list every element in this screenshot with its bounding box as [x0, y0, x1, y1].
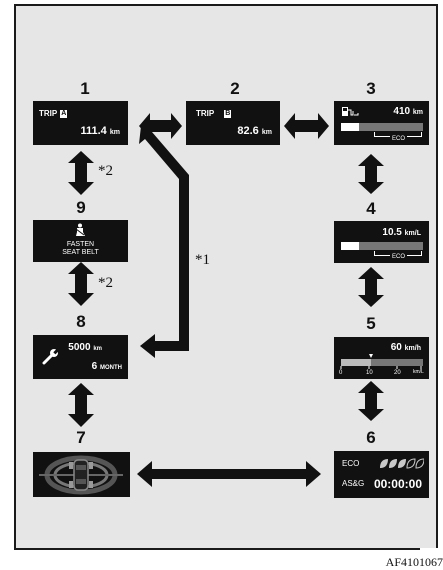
- scale-tick-unit: km/L: [413, 369, 424, 375]
- arrow-4-5: [358, 267, 384, 307]
- label-number-2: 2: [230, 79, 240, 98]
- eco-leaf-icon: [398, 459, 406, 468]
- speed-value: 60: [390, 342, 402, 353]
- economy-value: 10.5: [382, 227, 402, 238]
- eco-score-icon: [380, 458, 424, 469]
- note-star1: *1: [195, 252, 210, 268]
- screen-6-eco-asg: ECO AS&G 00:00:00: [334, 451, 429, 498]
- speed-scale: [340, 354, 423, 369]
- screen-2-trip-b: TRIP B 82.6 km: [186, 101, 280, 145]
- scale-tick-10: 10: [366, 370, 373, 376]
- note-star2-top: *2: [98, 163, 113, 179]
- eco-bar: [341, 242, 423, 250]
- scale-tick-0: 0: [339, 370, 343, 376]
- eco-leaf-icon: [406, 458, 416, 469]
- label-number-9: 9: [76, 198, 86, 217]
- trip-badge: B: [224, 110, 232, 118]
- scale-tick-20: 20: [394, 370, 401, 376]
- economy-unit: km/L: [404, 230, 421, 237]
- screen-8-service-reminder: 5000 km 6 MONTH: [33, 335, 128, 379]
- arrow-7-6: [137, 461, 321, 487]
- screen-3-range: 410 km ECO: [334, 101, 429, 145]
- label-number-3: 3: [366, 79, 376, 98]
- eco-leaf-icon: [380, 459, 388, 468]
- eco-leaf-icon: [389, 459, 397, 468]
- label-number-7: 7: [76, 428, 86, 447]
- arrow-9-8: [68, 262, 94, 306]
- asg-time: 00:00:00: [373, 477, 422, 491]
- figure-code: AF4101067: [385, 555, 443, 569]
- frame-bottom-border: [14, 548, 420, 550]
- seat-belt-icon: [75, 223, 85, 236]
- arrow-5-6: [358, 381, 384, 421]
- arrow-2-3: [284, 113, 329, 139]
- label-number-5: 5: [366, 314, 376, 333]
- energy-flow-icon: [39, 455, 123, 495]
- note-star2-bottom: *2: [98, 275, 113, 291]
- label-number-6: 6: [366, 428, 376, 447]
- seat-belt-line1: FASTEN: [66, 241, 95, 248]
- screen-5-speed: 60 km/h 0 10 20 km/L: [334, 337, 429, 379]
- trip-label: TRIP: [196, 109, 215, 118]
- eco-label: ECO: [390, 136, 408, 142]
- speed-unit: km/h: [404, 345, 421, 352]
- arrow-8-7: [68, 383, 94, 427]
- trip-badge: A: [60, 110, 68, 118]
- screen-7-energy-flow: [33, 452, 130, 497]
- screen-9-seat-belt: FASTEN SEAT BELT: [33, 220, 128, 262]
- trip-unit: km: [109, 129, 120, 136]
- fuel-pump-icon: [342, 107, 359, 116]
- eco-leaf-icon: [415, 458, 424, 469]
- seat-belt-line2: SEAT BELT: [62, 249, 99, 256]
- speed-pointer-icon: [369, 354, 373, 358]
- wrench-icon: [42, 348, 59, 365]
- service-distance-unit: km: [93, 346, 102, 352]
- label-number-1: 1: [80, 79, 90, 98]
- arrow-3-4: [358, 154, 384, 194]
- eco-bar-fill: [341, 123, 359, 131]
- asg-label: AS&G: [342, 479, 365, 488]
- trip-unit: km: [261, 129, 272, 136]
- arrow-8-to-1: [139, 126, 189, 358]
- trip-value: 82.6: [237, 125, 259, 137]
- range-unit: km: [412, 109, 423, 116]
- eco-bar-fill: [341, 242, 359, 250]
- service-months: 6: [91, 361, 98, 372]
- label-number-8: 8: [76, 312, 86, 331]
- label-number-4: 4: [366, 199, 376, 218]
- eco-label: ECO: [390, 254, 408, 260]
- service-distance: 5000: [68, 342, 91, 353]
- eco-label: ECO: [342, 459, 360, 468]
- range-value: 410: [393, 106, 411, 117]
- screen-4-fuel-economy: 10.5 km/L ECO: [334, 221, 429, 263]
- trip-value: 111.4: [80, 125, 107, 137]
- trip-label: TRIP: [39, 109, 58, 118]
- eco-bar: [341, 123, 423, 131]
- service-months-unit: MONTH: [100, 365, 122, 371]
- arrow-1-9: [68, 151, 94, 195]
